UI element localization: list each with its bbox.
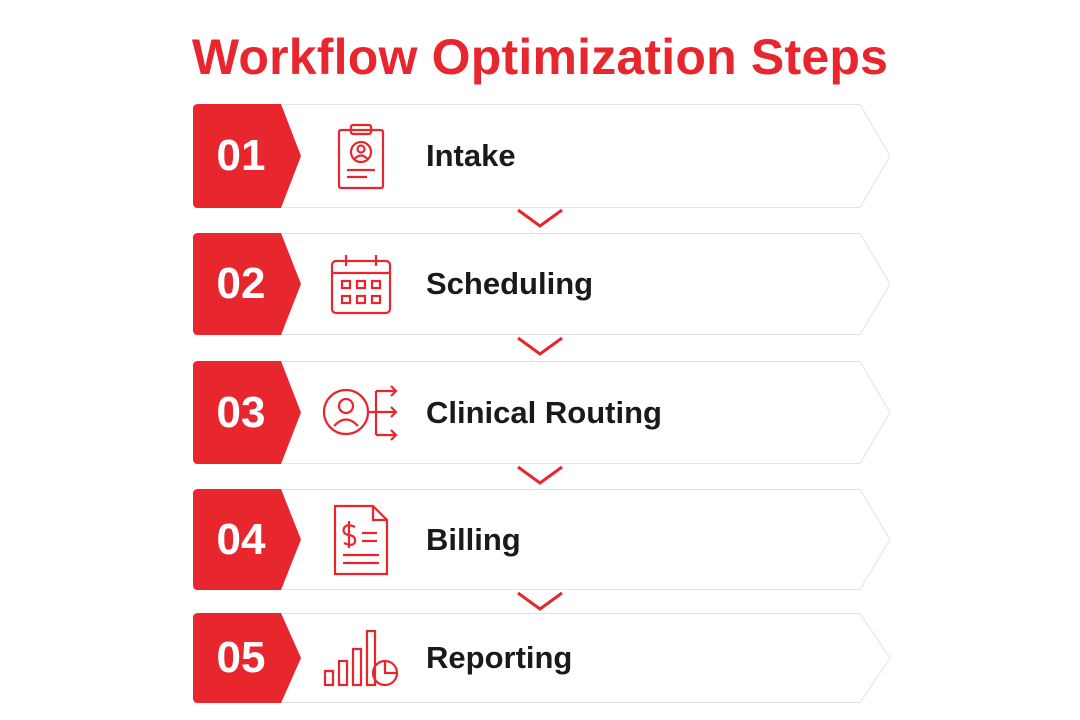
step-frame [193, 489, 891, 590]
step-number: 03 [216, 388, 266, 437]
step-frame [193, 361, 891, 464]
calendar-icon [321, 233, 401, 317]
step-label: Clinical Routing [426, 395, 662, 430]
step-frame [193, 233, 891, 335]
step-number: 02 [216, 259, 266, 308]
step-number: 04 [216, 515, 266, 564]
chevron-down-icon [517, 465, 563, 485]
step-item: 01 Intake [193, 104, 893, 208]
chevron-down-icon [517, 591, 563, 611]
bar-chart-pie-icon [321, 613, 401, 689]
step-label: Scheduling [426, 266, 594, 301]
step-item: 02 Scheduling [193, 233, 893, 335]
step-frame [193, 104, 891, 208]
step-label: Billing [426, 522, 521, 557]
clipboard-person-icon [321, 104, 401, 192]
chevron-down-icon [517, 208, 563, 228]
step-item: 05 Reporting [193, 613, 893, 703]
chevron-down-icon [517, 336, 563, 356]
step-item: 04 Billing [193, 489, 893, 590]
page-title: Workflow Optimization Steps [191, 29, 889, 85]
step-number: 05 [216, 633, 266, 682]
invoice-dollar-icon [321, 489, 401, 577]
person-routing-arrows-icon [318, 361, 404, 445]
step-item: 03 Clinical Routing [193, 361, 893, 464]
step-label: Intake [426, 138, 516, 173]
step-number: 01 [216, 131, 266, 180]
step-label: Reporting [426, 640, 573, 675]
